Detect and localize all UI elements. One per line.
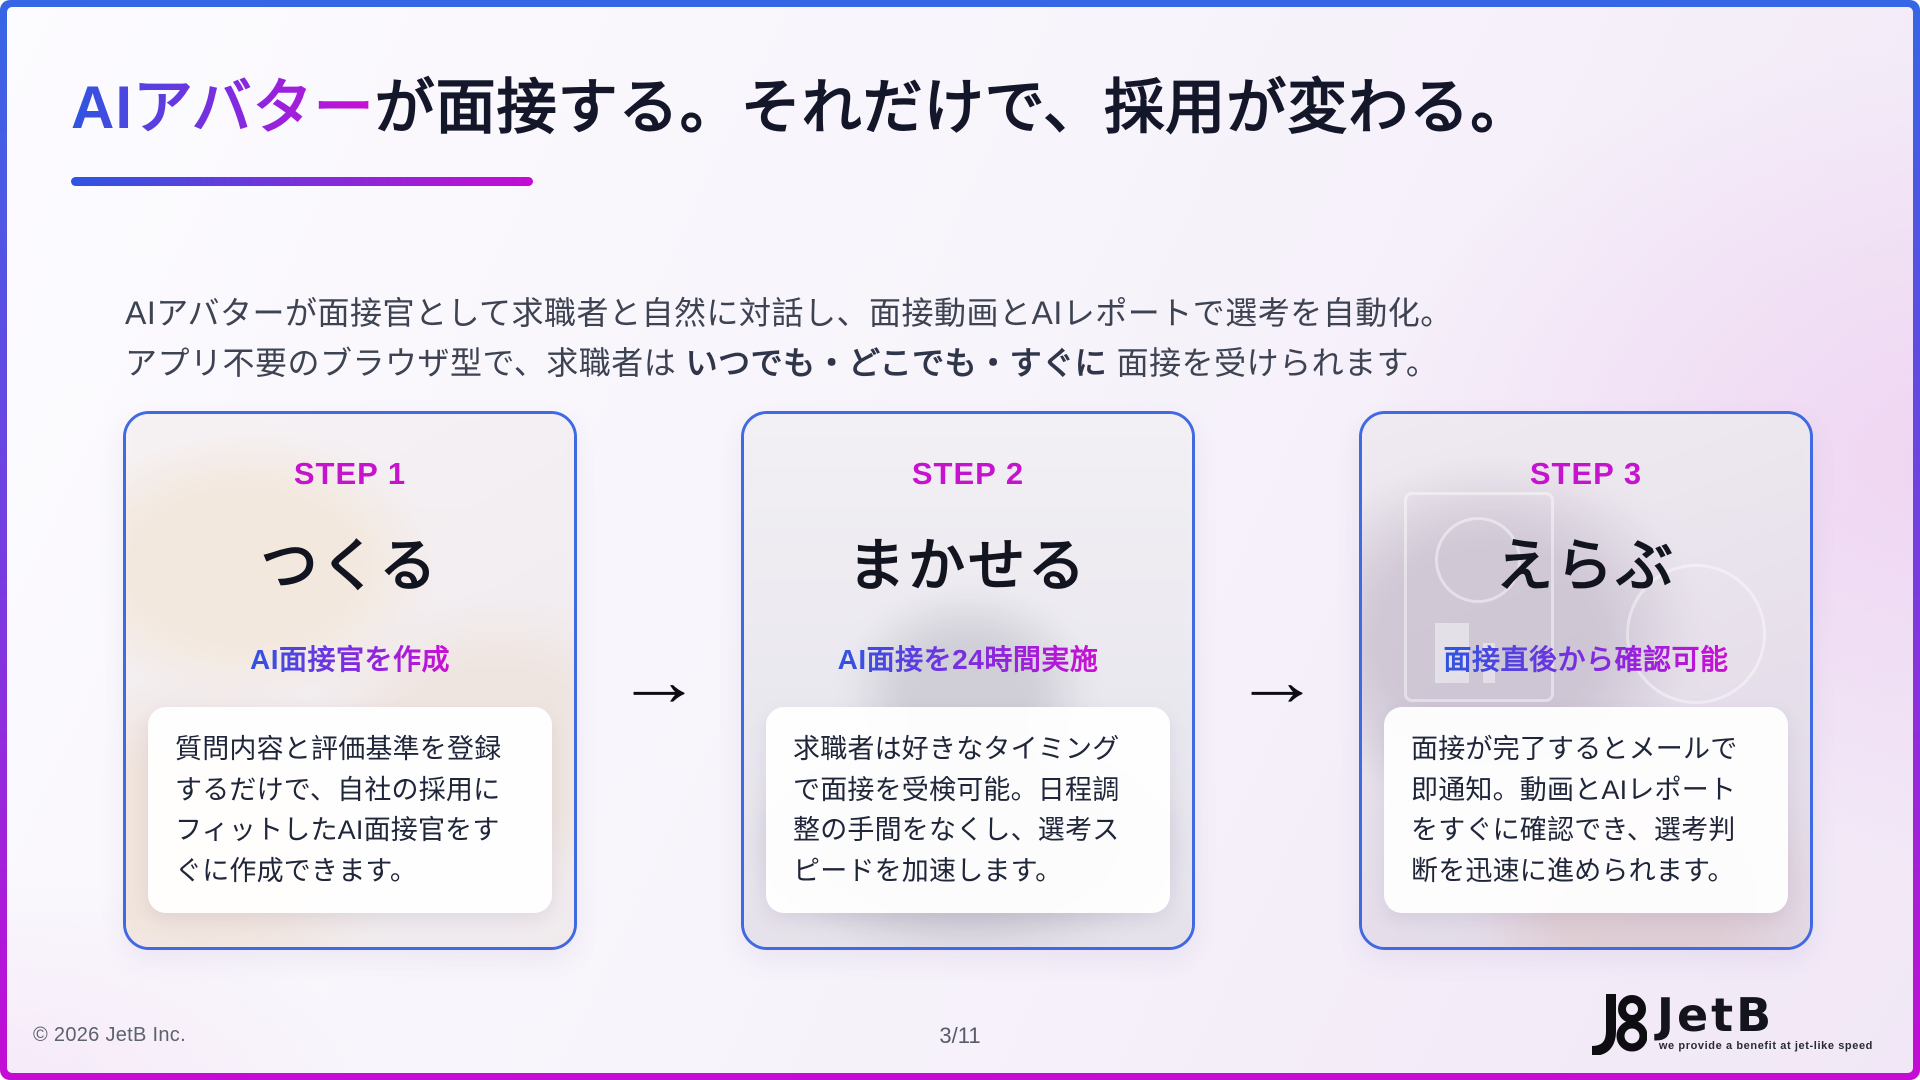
step-3-description: 面接が完了するとメールで即通知。動画とAIレポートをすぐに確認でき、選考判断を迅… xyxy=(1411,734,1738,886)
step-3-description-box: 面接が完了するとメールで即通知。動画とAIレポートをすぐに確認でき、選考判断を迅… xyxy=(1384,707,1788,913)
card-3-content: STEP 3 えらぶ 面接直後から確認可能 面接が完了するとメールで即通知。動画… xyxy=(1362,414,1810,947)
jetb-logo-mark-icon xyxy=(1591,994,1647,1055)
jetb-logo: JetB we provide a benefit at jet-like sp… xyxy=(1589,991,1873,1055)
step-1-subtitle: AI面接官を作成 xyxy=(250,638,450,678)
card-2-content: STEP 2 まかせる AI面接を24時間実施 求職者は好きなタイミングで面接を… xyxy=(744,414,1192,947)
slide: AIアバターが面接する。それだけで、採用が変わる。 AIアバターが面接官として求… xyxy=(7,7,1913,1073)
lede-line1: AIアバターが面接官として求職者と自然に対話し、面接動画とAIレポートで選考を自… xyxy=(125,295,1453,331)
step-1-label: STEP 1 xyxy=(293,456,407,491)
step-3-title: えらぶ xyxy=(1496,534,1676,598)
step-2-subtitle: AI面接を24時間実施 xyxy=(838,638,1099,678)
step-3-label: STEP 3 xyxy=(1529,456,1643,491)
page-number: 3/11 xyxy=(939,1023,981,1048)
copyright-text: © 2026 JetB Inc. xyxy=(33,1024,186,1046)
arrow-right-icon: → xyxy=(616,641,702,720)
jetb-logo-tagline: we provide a benefit at jet-like speed xyxy=(1658,1040,1873,1053)
step-1-description-box: 質問内容と評価基準を登録するだけで、自社の採用にフィットしたAI面接官をすぐに作… xyxy=(148,707,552,913)
lede-line2-post: 面接を受けられます。 xyxy=(1107,344,1439,381)
page-title-highlight: AIアバター xyxy=(71,74,375,141)
bar-chart-icon xyxy=(1435,623,1469,683)
lede-line2-pre: アプリ不要のブラウザ型で、求職者は xyxy=(125,344,686,381)
step-2-description-box: 求職者は好きなタイミングで面接を受検可能。日程調整の手間をなくし、選考スピードを… xyxy=(766,707,1170,913)
title-underline xyxy=(71,177,533,186)
step-2-title: まかせる xyxy=(848,534,1088,598)
card-1-content: STEP 1 つくる AI面接官を作成 質問内容と評価基準を登録するだけで、自社… xyxy=(126,414,574,947)
person-circle-icon xyxy=(1435,517,1521,603)
step-2-label: STEP 2 xyxy=(911,456,1025,491)
arrow-right-icon: → xyxy=(1234,641,1320,720)
jetb-logo-text: JetB xyxy=(1656,988,1775,1042)
step-1-title: つくる xyxy=(260,534,440,598)
page-title-rest: が面接する。それだけで、採用が変わる。 xyxy=(374,74,1532,141)
lede-line2-bold: いつでも・どこでも・すぐに xyxy=(685,344,1108,381)
card-3-ui-overlay xyxy=(1362,414,1810,947)
lede-text: AIアバターが面接官として求職者と自然に対話し、面接動画とAIレポートで選考を自… xyxy=(125,289,1453,388)
steps-row: STEP 1 つくる AI面接官を作成 質問内容と評価基準を登録するだけで、自社… xyxy=(123,411,1813,950)
step-2-description: 求職者は好きなタイミングで面接を受検可能。日程調整の手間をなくし、選考スピードを… xyxy=(793,734,1120,886)
bar-chart-icon xyxy=(1483,643,1495,683)
step-card-2: STEP 2 まかせる AI面接を24時間実施 求職者は好きなタイミングで面接を… xyxy=(741,411,1195,950)
page-title: AIアバターが面接する。それだけで、採用が変わる。 xyxy=(71,59,1531,146)
jetb-logo-textblock: JetB we provide a benefit at jet-like sp… xyxy=(1656,988,1873,1053)
magnifier-circle-icon xyxy=(1626,564,1766,704)
id-card-outline-icon xyxy=(1404,492,1554,702)
step-card-1: STEP 1 つくる AI面接官を作成 質問内容と評価基準を登録するだけで、自社… xyxy=(123,411,577,950)
step-3-subtitle: 面接直後から確認可能 xyxy=(1443,638,1728,678)
step-card-3: STEP 3 えらぶ 面接直後から確認可能 面接が完了するとメールで即通知。動画… xyxy=(1359,411,1813,950)
step-1-description: 質問内容と評価基準を登録するだけで、自社の採用にフィットしたAI面接官をすぐに作… xyxy=(175,734,502,886)
